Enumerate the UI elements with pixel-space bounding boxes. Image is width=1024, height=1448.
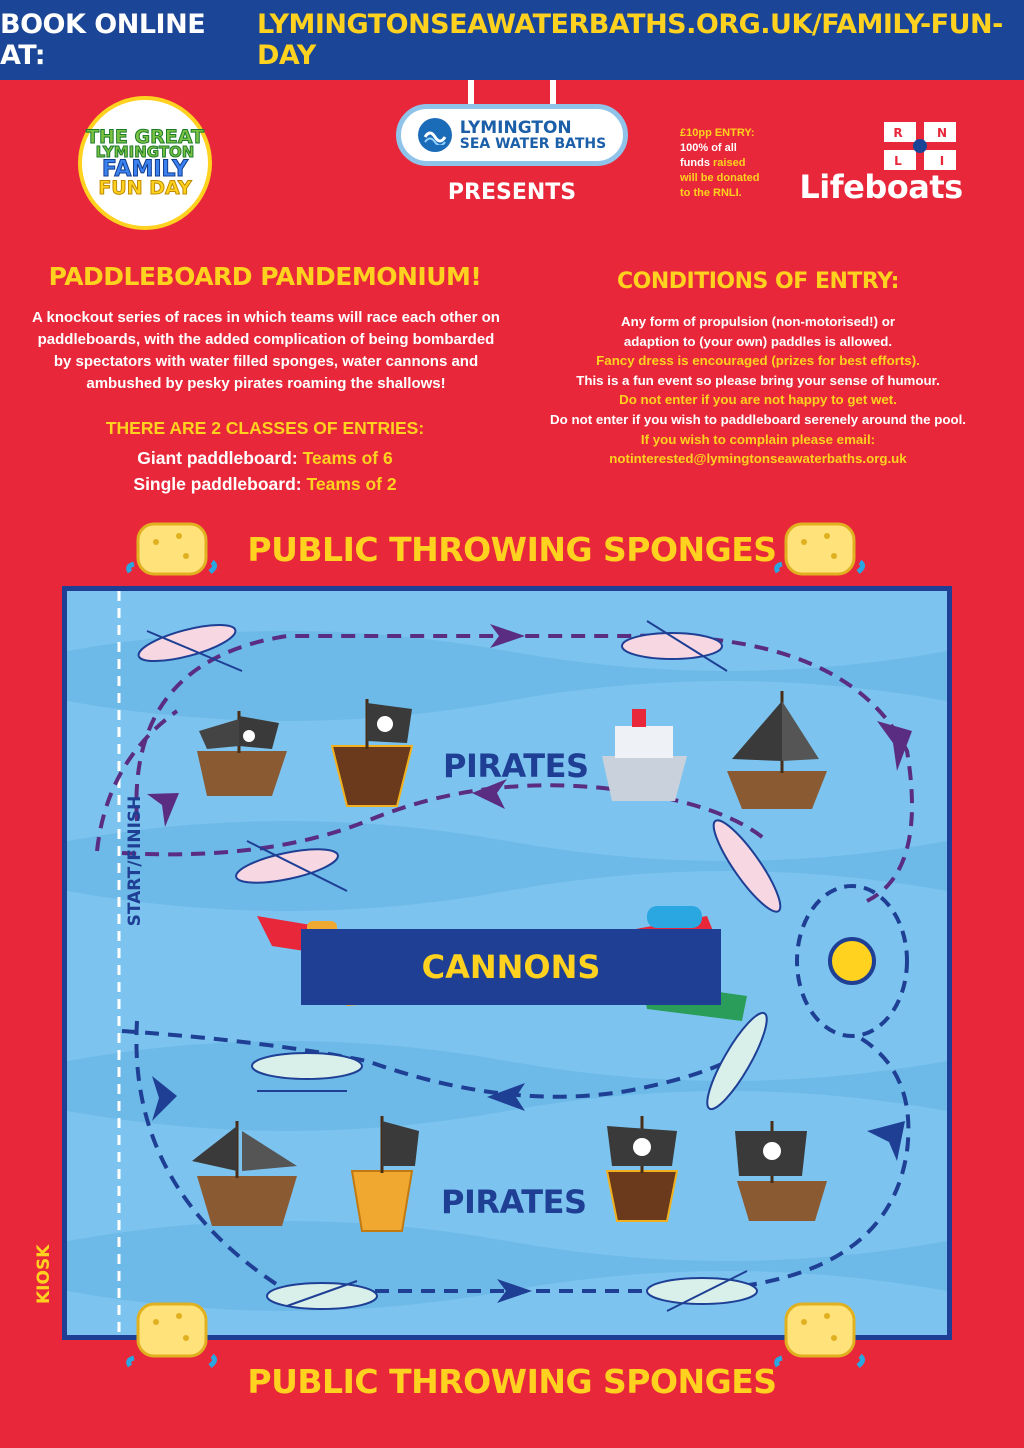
pirate-ship-icon (605, 1116, 679, 1222)
kiosk-label: KIOSK (34, 1244, 54, 1304)
class-value: Teams of 2 (306, 474, 397, 494)
logo-line: LYMINGTON (95, 143, 195, 162)
top-banner: BOOK ONLINE AT: LYMINGTONSEAWATERBATHS.O… (0, 0, 1024, 80)
condition-line: Do not enter if you wish to paddleboard … (550, 411, 966, 427)
route-arrow-icon (490, 624, 525, 648)
paddleboard-icon (235, 840, 348, 892)
pirate-ship-icon (192, 1121, 297, 1226)
sponges-heading-bottom: PUBLIC THROWING SPONGES (247, 1362, 777, 1401)
class-label: Giant paddleboard: (137, 448, 298, 468)
logo-line: FUN DAY (98, 176, 192, 199)
entry-note-line: will be donated (680, 172, 760, 184)
logo-line: THE GREAT (86, 126, 205, 149)
entry-note-line: to the RNLI. (680, 187, 742, 199)
logo-line: SEA WATER BATHS (459, 135, 607, 152)
pirate-ship-icon (735, 1121, 827, 1221)
sponge-icon (774, 1302, 866, 1368)
flag-letter: R (893, 126, 902, 140)
pirate-ship-icon (350, 1116, 419, 1232)
pool-map: PIRATES CANNONS PIRATES START/FINISH (62, 586, 952, 1340)
flag-letter: I (940, 154, 944, 168)
condition-line: Do not enter if you are not happy to get… (619, 392, 897, 408)
class-value: Teams of 6 (302, 448, 393, 468)
condition-line: This is a fun event so please bring your… (576, 372, 940, 388)
entry-note-line: funds (680, 157, 710, 169)
paddleboard-icon (251, 1052, 363, 1092)
booking-link[interactable]: LYMINGTONSEAWATERBATHS.ORG.UK/FAMILY-FUN… (256, 9, 1003, 71)
paddleboard-icon (706, 1011, 768, 1111)
sea-water-baths-logo: LYMINGTON SEA WATER BATHS (396, 104, 628, 166)
route-arrow-icon (497, 1279, 532, 1303)
class-label: Single paddleboard: (133, 474, 302, 494)
route-arrow-icon (152, 1076, 177, 1121)
route-arrow-icon (472, 779, 507, 809)
cannons-zone: CANNONS (301, 929, 721, 1005)
pirates-label-top: PIRATES (443, 747, 589, 785)
sponges-heading-top: PUBLIC THROWING SPONGES (247, 530, 777, 569)
family-fun-day-logo: THE GREAT LYMINGTON FAMILY FUN DAY (78, 96, 212, 230)
sponge-icon (126, 522, 218, 576)
presents-label: PRESENTS (447, 180, 577, 205)
cannons-label: CANNONS (421, 948, 601, 986)
wave-icon (417, 118, 452, 152)
entry-fee-note: £10pp ENTRY: 100% of all funds raised wi… (680, 126, 780, 201)
complaint-email-link[interactable]: notinterested@lymingtonseawaterbaths.org… (609, 451, 907, 467)
route-arrow-icon (867, 1121, 905, 1161)
condition-line: Fancy dress is encouraged (prizes for be… (596, 353, 920, 369)
paddleboard-icon (266, 1280, 378, 1310)
conditions-list: Any form of propulsion (non-motorised!) … (520, 312, 996, 469)
classes-heading: THERE ARE 2 CLASSES OF ENTRIES: (105, 418, 425, 438)
condition-line: If you wish to complain please email: (640, 431, 876, 447)
sponge-icon (126, 1302, 218, 1368)
banner-prefix: BOOK ONLINE AT: (0, 9, 206, 71)
pool-illustration (67, 591, 947, 1335)
class-item: Single paddleboard: Teams of 2 (30, 474, 500, 495)
sponge-icon (774, 522, 866, 576)
start-finish-label: START/FINISH (125, 795, 145, 927)
rnli-flag-icon: R N L I (884, 122, 956, 170)
route-arrow-icon (877, 721, 912, 771)
conditions-heading: CONDITIONS OF ENTRY: (617, 269, 899, 294)
buoy-icon (828, 937, 876, 985)
pirate-ship-icon (197, 711, 287, 796)
class-item: Giant paddleboard: Teams of 6 (30, 448, 500, 469)
condition-line: Any form of propulsion (non-motorised!) … (620, 314, 896, 329)
event-description: A knockout series of races in which team… (32, 309, 500, 392)
route-arrow-icon (487, 1083, 525, 1111)
route-arrow-icon (147, 793, 179, 827)
sign-hanger-icon (468, 80, 556, 108)
pirates-label-bottom: PIRATES (441, 1183, 587, 1221)
flag-letter: L (894, 154, 902, 168)
lifeboats-logo: Lifeboats (799, 168, 963, 206)
flag-letter: N (937, 126, 947, 140)
entry-note-line: 100% of all (680, 142, 737, 154)
pirate-ship-icon (330, 699, 414, 807)
entry-note-highlight: raised (713, 157, 746, 169)
condition-line: adaption to (your own) paddles is allowe… (623, 333, 893, 349)
logo-line: FAMILY (101, 156, 189, 182)
pirate-ship-icon (727, 691, 827, 809)
cruise-ship-icon (602, 709, 687, 801)
paddleboard-icon (621, 620, 728, 672)
event-title: PADDLEBOARD PANDEMONIUM! (48, 262, 482, 291)
paddleboard-icon (137, 623, 243, 672)
entry-fee: £10pp ENTRY: (680, 127, 755, 139)
paddleboard-icon (646, 1270, 758, 1312)
paddleboard-icon (712, 819, 782, 913)
logo-line: LYMINGTON (459, 117, 572, 138)
